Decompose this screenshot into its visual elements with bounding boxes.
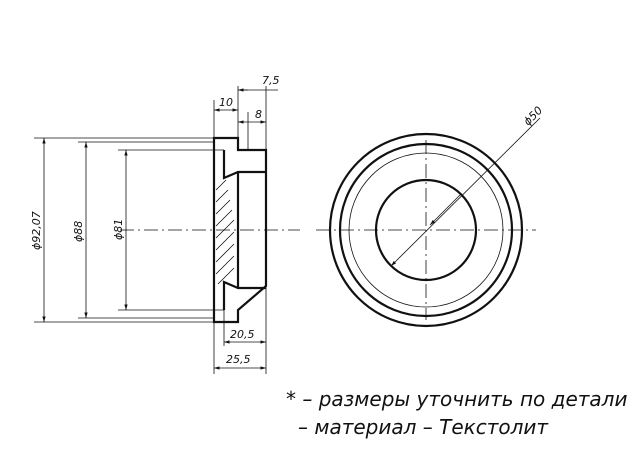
note-line-2: – материал – Текстолит: [298, 415, 549, 439]
dim-label-10: 10: [219, 96, 233, 109]
dim-line-50: [390, 117, 541, 267]
note-line-1: * – размеры уточнить по детали: [286, 387, 627, 411]
dim-label-88: ϕ88: [72, 221, 85, 242]
dim-label-25-5: 25,5: [226, 353, 251, 366]
dim-label-20-5: 20,5: [230, 328, 255, 341]
front-view: ϕ50: [316, 104, 545, 328]
dim-label-81: ϕ81: [112, 219, 125, 240]
dim-label-92-07: ϕ92,07: [30, 211, 43, 250]
section-hatch: [215, 179, 235, 285]
dim-label-7-5: 7,5: [262, 74, 280, 87]
dim-label-8: 8: [255, 108, 262, 121]
part-inner-step: [222, 150, 266, 180]
dim-label-50: ϕ50: [521, 104, 545, 128]
side-view: ϕ92,07 ϕ88 ϕ81 7,5 10 8 20,5 25,5: [30, 74, 300, 374]
part-inner-step-bottom: [222, 280, 266, 310]
notes: * – размеры уточнить по детали – материа…: [286, 387, 627, 439]
